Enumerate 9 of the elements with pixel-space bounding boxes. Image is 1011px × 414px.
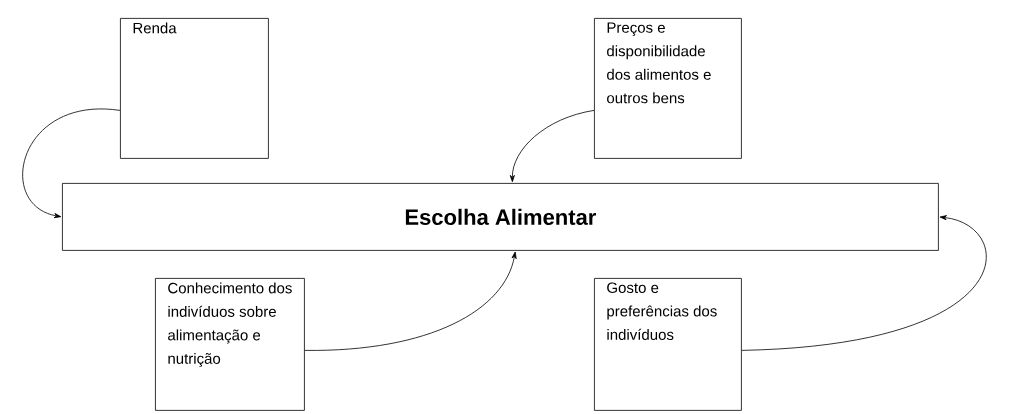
factor-box: Gosto e preferências dos indivíduos <box>594 278 742 411</box>
arrow <box>509 110 595 183</box>
title-box: Escolha Alimentar <box>62 183 939 251</box>
arrow <box>741 215 987 351</box>
arrow <box>304 251 517 351</box>
factor-box: Renda <box>120 18 269 159</box>
factor-box: Conhecimento dos indivíduos sobre alimentação e nutrição <box>155 278 305 411</box>
arrow <box>22 108 121 219</box>
factor-box: Preços e disponibilidade dos alimentos e outros bens <box>594 18 742 159</box>
